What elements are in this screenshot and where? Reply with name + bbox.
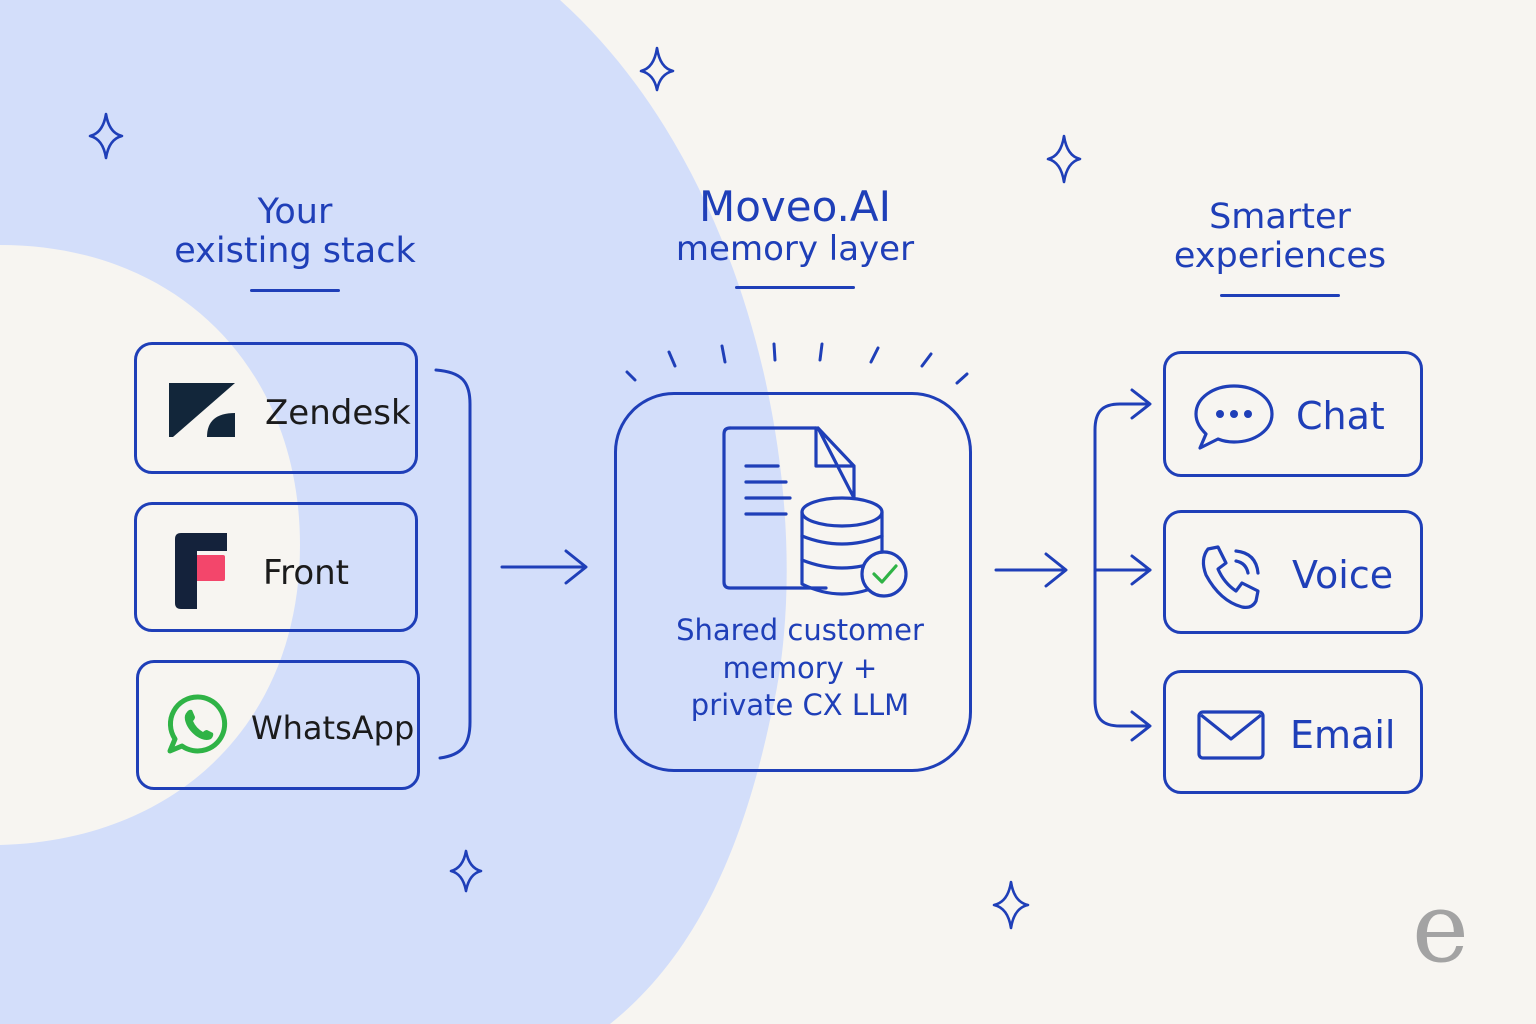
hub-description: Shared customer memory + private CX LLM <box>640 612 960 725</box>
heading-underline <box>250 289 340 293</box>
envelope-icon <box>1197 710 1265 760</box>
glow-line <box>720 344 727 364</box>
heading-line: existing stack <box>174 231 416 272</box>
sparkle-icon <box>1046 134 1082 184</box>
glow-line <box>772 342 777 362</box>
heading-line: Your <box>257 192 333 232</box>
phone-icon <box>1201 545 1260 609</box>
output-label: Chat <box>1296 394 1385 438</box>
sparkle-icon <box>639 46 675 92</box>
chat-bubble-icon <box>1194 384 1274 450</box>
output-card-email: Email <box>1163 670 1423 794</box>
branch-connector <box>1093 402 1150 728</box>
front-icon <box>175 533 227 609</box>
glow-line <box>869 346 880 364</box>
hub-line: Shared customer <box>676 613 924 647</box>
heading-line: Smarter <box>1209 197 1351 237</box>
arrow-head <box>1130 554 1152 586</box>
sparkle-icon <box>992 880 1030 930</box>
zendesk-icon <box>169 383 235 437</box>
output-card-voice: Voice <box>1163 510 1423 634</box>
heading-underline <box>1220 294 1340 298</box>
hub-line: memory + <box>722 650 878 685</box>
glow-line <box>667 350 677 368</box>
arrow-head <box>1130 710 1152 742</box>
output-card-chat: Chat <box>1163 351 1423 477</box>
memory-layer-hub <box>614 392 972 772</box>
heading-line: experiences <box>1173 236 1387 277</box>
whatsapp-icon <box>167 694 228 754</box>
source-card-front: Front <box>134 502 418 632</box>
source-card-zendesk: Zendesk <box>134 342 418 474</box>
glow-line <box>920 352 933 368</box>
source-label: WhatsApp <box>251 709 415 747</box>
heading-line: Moveo.AI <box>698 182 892 231</box>
heading-smarter-experiences: Smarter experiences <box>1135 197 1425 298</box>
glow-line <box>818 342 824 362</box>
output-label: Voice <box>1292 553 1394 597</box>
source-card-whatsapp: WhatsApp <box>136 660 420 790</box>
heading-line: memory layer <box>675 229 915 270</box>
sparkle-icon <box>449 849 483 893</box>
sparkle-icon <box>88 112 124 160</box>
arrow-to-hub <box>500 549 588 585</box>
heading-existing-stack: Your existing stack <box>150 192 440 293</box>
bracket-connector <box>434 368 472 760</box>
heading-memory-layer: Moveo.AI memory layer <box>645 182 945 290</box>
heading-underline <box>735 286 855 290</box>
watermark-logo: e <box>1412 872 1469 984</box>
source-label: Zendesk <box>265 393 411 433</box>
source-label: Front <box>263 553 349 593</box>
document-database-check-icon <box>722 426 908 598</box>
hub-line: private CX LLM <box>690 688 910 723</box>
glow-line <box>955 372 969 385</box>
output-label: Email <box>1290 713 1396 757</box>
background-blob <box>0 0 787 1024</box>
arrow-from-hub <box>994 552 1068 588</box>
arrow-head <box>1130 388 1152 420</box>
glow-line <box>625 370 637 382</box>
